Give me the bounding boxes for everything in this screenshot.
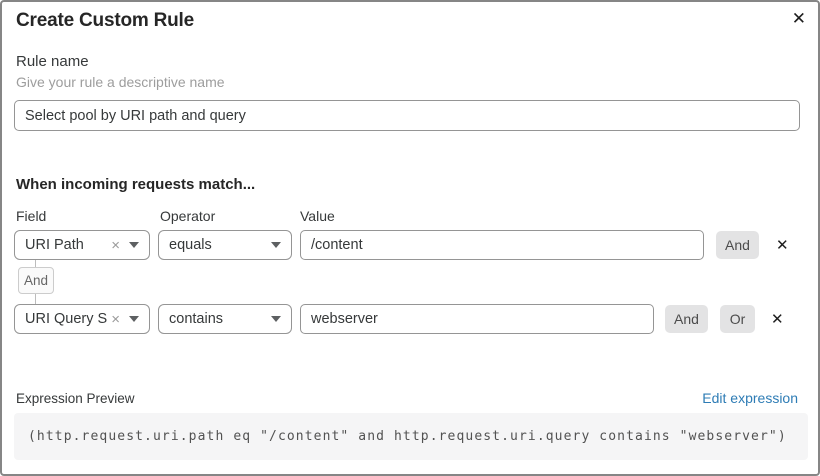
- chevron-down-icon: [271, 242, 281, 248]
- expression-code-text: (http.request.uri.path eq "/content" and…: [28, 429, 787, 444]
- operator-select-row1[interactable]: equals: [158, 230, 292, 260]
- value-input-row2[interactable]: [300, 304, 654, 334]
- delete-row2-icon[interactable]: ✕: [771, 311, 784, 328]
- field-select-row2[interactable]: URI Query St... ×: [14, 304, 150, 334]
- expression-code-block: (http.request.uri.path eq "/content" and…: [14, 413, 808, 460]
- dialog-title: Create Custom Rule: [16, 10, 194, 31]
- rule-name-label: Rule name: [16, 53, 89, 70]
- add-and-condition-button-row1[interactable]: And: [716, 231, 759, 259]
- delete-row1-icon[interactable]: ✕: [776, 237, 789, 254]
- operator-select-row1-value: equals: [169, 237, 212, 253]
- field-select-row1-value: URI Path: [25, 237, 84, 253]
- value-column-label: Value: [300, 208, 335, 224]
- chevron-down-icon: [129, 316, 139, 322]
- operator-select-row2[interactable]: contains: [158, 304, 292, 334]
- operator-column-label: Operator: [160, 208, 216, 224]
- rule-name-hint: Give your rule a descriptive name: [16, 74, 225, 90]
- connector-line-bottom: [35, 294, 36, 304]
- field-column-label: Field: [16, 208, 47, 224]
- match-heading: When incoming requests match...: [16, 176, 256, 193]
- connector-line-top: [35, 260, 36, 267]
- edit-expression-link[interactable]: Edit expression: [702, 390, 798, 406]
- chevron-down-icon: [129, 242, 139, 248]
- field-select-row1[interactable]: URI Path ×: [14, 230, 150, 260]
- expression-preview-label: Expression Preview: [16, 391, 135, 406]
- field-select-row2-value: URI Query St...: [25, 311, 108, 327]
- and-connector-badge: And: [18, 267, 54, 294]
- operator-select-row2-value: contains: [169, 311, 224, 327]
- rule-name-input[interactable]: [14, 100, 800, 131]
- clear-selection-icon[interactable]: ×: [111, 310, 120, 328]
- chevron-down-icon: [271, 316, 281, 322]
- clear-selection-icon[interactable]: ×: [111, 236, 120, 254]
- close-icon[interactable]: ✕: [791, 9, 806, 28]
- add-or-condition-button-row2[interactable]: Or: [720, 305, 755, 333]
- value-input-row1[interactable]: [300, 230, 704, 260]
- add-and-condition-button-row2[interactable]: And: [665, 305, 708, 333]
